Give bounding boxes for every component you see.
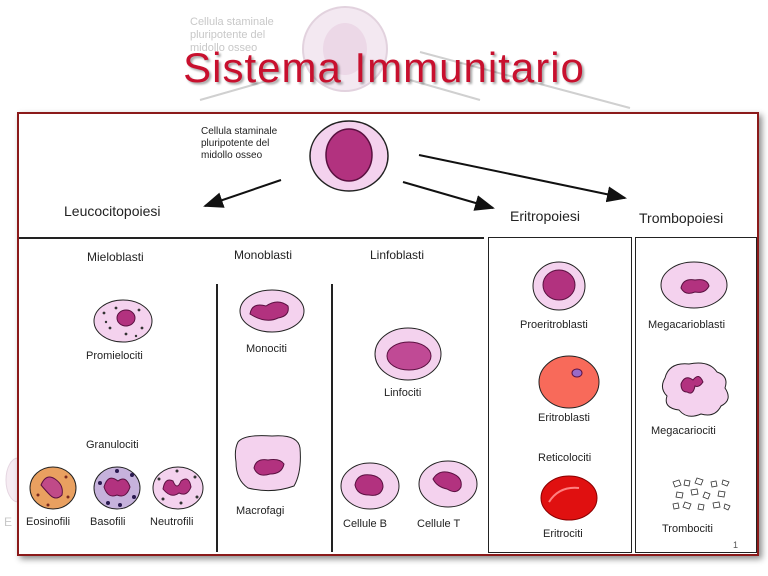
background-ghost-cell xyxy=(302,6,388,92)
column-divider-2 xyxy=(331,284,333,552)
label-megacariociti: Megacariociti xyxy=(651,425,716,437)
promielocita-cell xyxy=(93,299,153,343)
label-neutrofili: Neutrofili xyxy=(150,516,194,528)
eosinofilo-cell xyxy=(29,466,77,510)
megacariocita-cell xyxy=(661,362,729,417)
column-divider-1 xyxy=(216,284,218,552)
stem-cell xyxy=(309,120,389,192)
cellula-b-cell xyxy=(340,462,400,510)
trombociti-cells xyxy=(672,477,731,511)
column-linfoblasti: Linfoblasti xyxy=(370,248,425,262)
neutrofilo-cell xyxy=(152,466,204,510)
label-macrofagi: Macrofagi xyxy=(236,505,285,517)
eritrocita-cell xyxy=(540,475,598,521)
label-reticolociti: Reticolociti xyxy=(538,452,592,464)
label-cellule-t: Cellule T xyxy=(417,518,461,530)
monocita-cell xyxy=(239,289,305,333)
label-monociti: Monociti xyxy=(246,343,287,355)
background-ghost-fragment: E xyxy=(4,515,13,529)
macrofago-cell xyxy=(234,435,301,492)
label-linfociti: Linfociti xyxy=(384,387,422,399)
eritropoiesi-frame xyxy=(488,237,632,553)
label-promielociti: Promielociti xyxy=(86,350,143,362)
label-eritroblasti: Eritroblasti xyxy=(538,412,590,424)
column-monoblasti: Monoblasti xyxy=(234,248,293,262)
branch-eritropoiesi: Eritropoiesi xyxy=(510,208,581,224)
cellula-t-cell xyxy=(418,460,478,508)
basofilo-cell xyxy=(93,466,141,510)
branch-leucocitopoiesi: Leucocitopoiesi xyxy=(64,203,161,219)
leucocitopoiesi-divider xyxy=(19,237,484,239)
branch-arrows xyxy=(203,154,627,211)
slide-title: Sistema Immunitario xyxy=(183,44,585,91)
stem-cell-label: Cellula staminale pluripotente del midol… xyxy=(201,126,278,161)
label-megacarioblasti: Megacarioblasti xyxy=(648,319,726,331)
proeritroblasto-cell xyxy=(532,261,586,311)
background-ghost-arrows xyxy=(199,51,631,109)
column-mieloblasti: Mieloblasti xyxy=(87,250,144,264)
eritroblasto-cell xyxy=(538,355,600,409)
label-eosinofili: Eosinofili xyxy=(26,516,71,528)
label-trombociti: Trombociti xyxy=(662,523,713,535)
diagram-panel: Cellula staminale pluripotente del midol… xyxy=(17,112,759,556)
label-proeritroblasti: Proeritroblasti xyxy=(520,319,588,331)
trombopoiesi-frame xyxy=(635,237,757,553)
label-eritrociti: Eritrociti xyxy=(543,528,583,540)
label-cellule-b: Cellule B xyxy=(343,518,388,530)
branch-trombopoiesi: Trombopoiesi xyxy=(639,210,724,226)
page-number: 1 xyxy=(733,540,739,550)
megacarioblasto-cell xyxy=(660,261,728,309)
label-basofili: Basofili xyxy=(90,516,126,528)
background-ghost-text: Cellula staminale pluripotente del midol… xyxy=(190,16,274,54)
linfocita-cell xyxy=(374,327,442,381)
label-granulociti: Granulociti xyxy=(86,439,139,451)
